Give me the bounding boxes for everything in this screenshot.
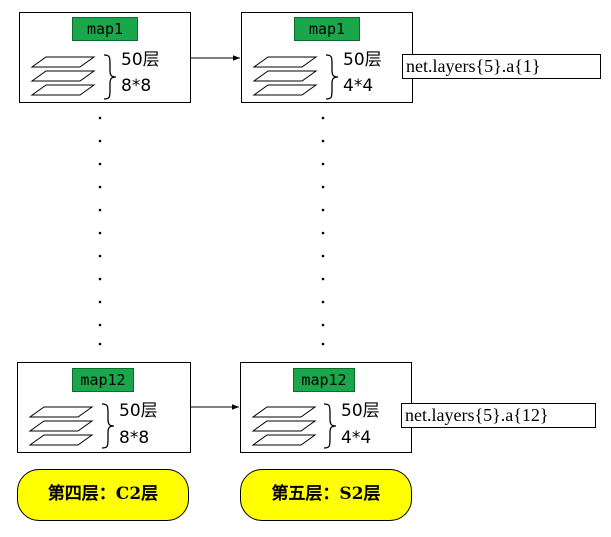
size-label-top-left: 8*8 (121, 76, 152, 96)
map-tag-top-right: map1 (294, 17, 360, 41)
depth-label-bottom-right: 50层 (341, 401, 380, 421)
depth-label-top-left: 50层 (121, 50, 160, 70)
map-tag-bottom-left: map12 (72, 368, 134, 392)
size-label-bottom-left: 8*8 (119, 428, 150, 448)
map-tag-bottom-right: map12 (293, 368, 355, 392)
depth-label-top-right: 50层 (343, 50, 382, 70)
layer-label-c2: 第四层：C2层 (17, 469, 189, 521)
layer-label-s2: 第五层：S2层 (240, 469, 412, 521)
net-label-bottom: net.layers{5}.a{12} (401, 403, 596, 428)
ellipsis-right (321, 116, 325, 346)
size-label-bottom-right: 4*4 (341, 428, 372, 448)
net-label-top: net.layers{5}.a{1} (402, 54, 601, 79)
map-tag-top-left: map1 (72, 17, 138, 41)
size-label-top-right: 4*4 (343, 76, 374, 96)
depth-label-bottom-left: 50层 (119, 401, 158, 421)
ellipsis-left (98, 116, 102, 346)
